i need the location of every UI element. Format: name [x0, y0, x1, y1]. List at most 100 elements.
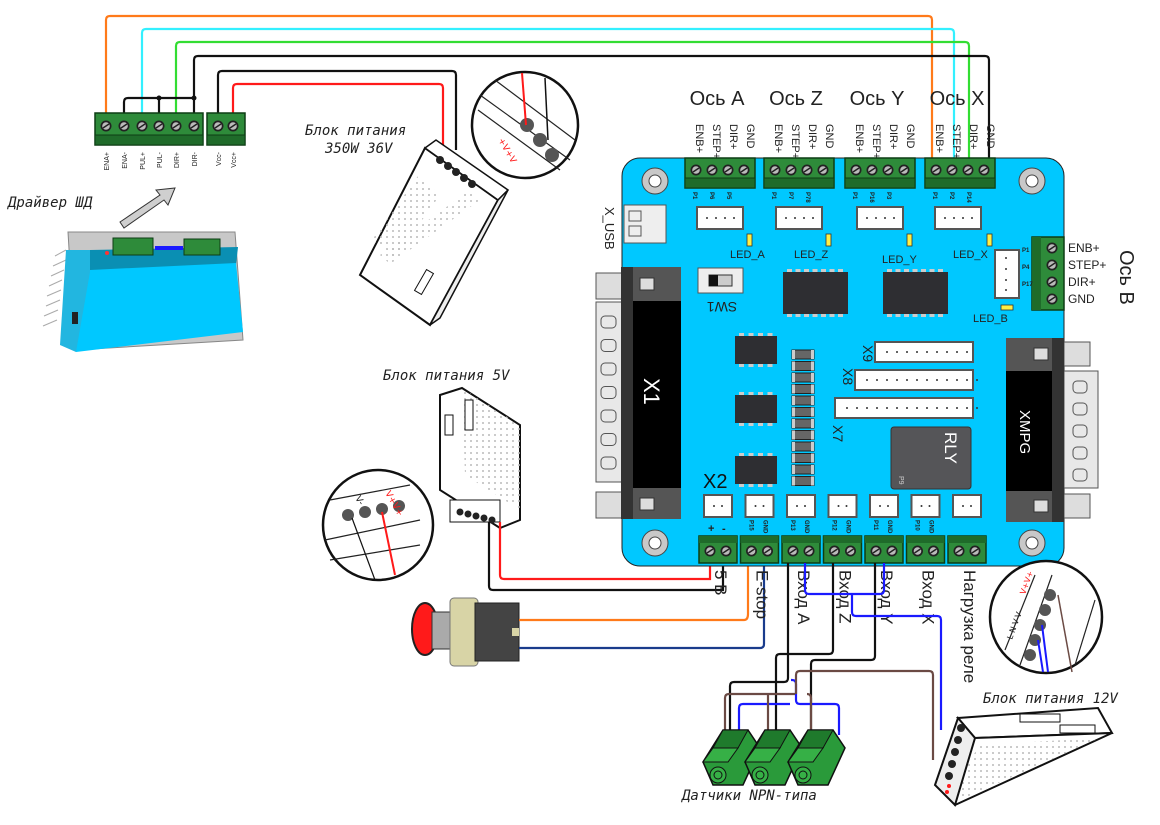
pcb-label: P2: [948, 192, 954, 200]
x9-label: X9: [860, 345, 876, 362]
usb-label: X_USB: [602, 207, 617, 250]
psu5-label: Блок питания 5V: [383, 368, 511, 384]
input-connector[interactable]: [744, 494, 775, 518]
axis-pin-label: ENB+: [933, 124, 945, 153]
screw-icon: [801, 164, 813, 176]
psu36-label-line2: 350W 36V: [324, 141, 394, 157]
screw-icon: [829, 545, 840, 557]
pcb-label: -: [722, 523, 726, 535]
led-icon: [986, 233, 993, 247]
pcb-label: P13: [789, 520, 795, 531]
axis-title: Ось A: [690, 88, 746, 110]
led-icon: [906, 233, 913, 247]
axis-connector[interactable]: [775, 206, 823, 230]
psu36-terminal-zoom: +V+V: [470, 70, 580, 180]
pcb-label: P1: [770, 192, 776, 200]
header-x9[interactable]: [874, 341, 974, 363]
screw-icon: [690, 164, 702, 176]
driver-pin-label: DIR+: [174, 152, 181, 168]
led-label: LED_X: [953, 249, 989, 261]
screw-icon: [170, 120, 182, 132]
sensor-wires: [723, 563, 943, 760]
pcb-label: P1: [1022, 248, 1030, 254]
connector-x1[interactable]: X1: [595, 267, 681, 519]
header-x8[interactable]: [854, 369, 974, 391]
axis-title: Ось Y: [850, 88, 905, 110]
screw-icon: [738, 164, 750, 176]
screw-icon: [886, 545, 898, 557]
input-connector[interactable]: [827, 494, 858, 518]
pcb-label: P1: [691, 192, 697, 200]
axis-pin-label: DIR+: [806, 124, 818, 149]
input-label: Вход X: [919, 570, 938, 625]
pcb-label: P6: [708, 192, 714, 200]
wire-estop-blue: [519, 563, 766, 650]
input-connector[interactable]: [869, 494, 899, 518]
led-label: LED_Y: [882, 254, 918, 266]
screw-icon: [722, 164, 734, 176]
estop-button: [411, 597, 520, 667]
axis-pin-label: ENB+: [853, 124, 865, 153]
pcb-label: GND: [762, 520, 768, 534]
axis-b-pin-label: STEP+: [1068, 258, 1106, 272]
wire-common-black: [122, 96, 194, 113]
npn-sensor: [744, 729, 803, 786]
screw-icon: [720, 545, 732, 557]
input-label: 5 В: [711, 570, 730, 596]
axis-b-terminal[interactable]: [1031, 236, 1065, 311]
input-terminal[interactable]: Нагрузка реле: [947, 494, 987, 683]
screw-icon: [803, 545, 815, 557]
input-connector[interactable]: [910, 494, 941, 518]
axis-connector[interactable]: [934, 206, 982, 230]
screw-icon: [212, 120, 224, 132]
led-icon: [746, 233, 753, 247]
switch-label: SW1: [707, 299, 738, 315]
axis-b-pin-label: DIR+: [1068, 275, 1096, 289]
header-x7[interactable]: [834, 397, 974, 419]
screw-icon: [1046, 276, 1058, 288]
led-label: LED_A: [730, 249, 766, 261]
x7-label: X7: [830, 425, 846, 442]
axis-pin-label: DIR+: [887, 124, 899, 149]
input-connector[interactable]: [952, 494, 982, 518]
driver-signal-wires: [104, 14, 991, 168]
axis-pin-label: GND: [984, 124, 996, 149]
npn-sensor: [702, 729, 761, 786]
wire-pul-cyan: [140, 27, 956, 168]
axis-b-connector[interactable]: [994, 249, 1020, 299]
axis-connector[interactable]: [696, 206, 744, 230]
axis-pin-label: GND: [823, 124, 835, 149]
driver-label: Драйвер ШД: [7, 195, 93, 211]
wire-vcc-minus: [216, 69, 458, 150]
mounting-holes: [641, 167, 1046, 557]
connector-xmpg[interactable]: XMPG: [1006, 338, 1099, 522]
switch-sw1[interactable]: [697, 267, 744, 294]
pcb-label: P1: [851, 192, 857, 200]
pcb-label: GND: [803, 520, 809, 534]
pcb-label: P7: [787, 192, 793, 200]
psu5-terminal-zoom: V- V+V+: [321, 468, 435, 582]
input-connector[interactable]: [786, 494, 816, 518]
estop-wires: [519, 563, 766, 650]
input-connector[interactable]: [703, 494, 733, 518]
axis-title: Ось X: [930, 88, 985, 110]
axis-pin-label: STEP+: [789, 124, 801, 159]
psu12-label: Блок питания 12V: [983, 691, 1119, 707]
psu-12v: [933, 706, 1114, 807]
input-label: E-stop: [753, 570, 772, 619]
driver-pin-label: DIR-: [192, 151, 199, 166]
input-terminal[interactable]: +-5 В: [698, 494, 738, 596]
driver-pin-label: Vcc+: [231, 152, 238, 168]
screw-icon: [928, 545, 939, 557]
axis-connector[interactable]: [856, 206, 904, 230]
screw-icon: [787, 545, 799, 557]
